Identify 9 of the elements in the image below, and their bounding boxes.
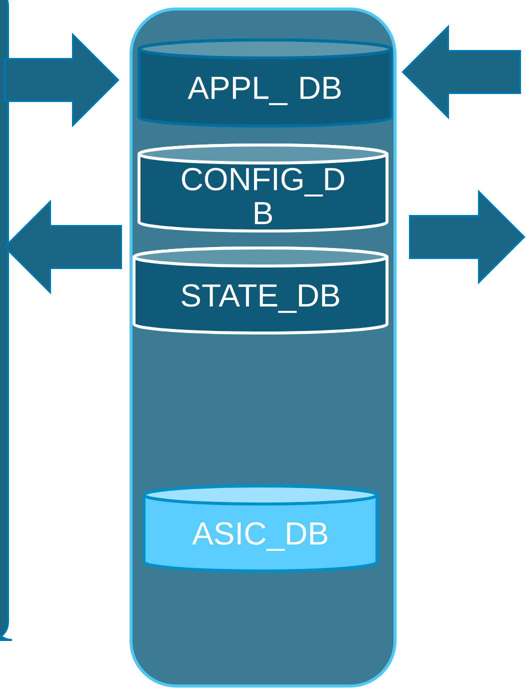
side-panel — [0, 0, 13, 641]
database-cylinder: STATE_DB — [132, 246, 388, 334]
block-arrow — [402, 24, 521, 120]
block-arrow — [4, 200, 122, 294]
block-arrow — [409, 190, 526, 284]
block-arrow — [4, 32, 120, 128]
database-cylinder: ASIC_DB — [142, 484, 378, 572]
database-cylinder: CONFIG_D B — [138, 144, 388, 232]
database-cylinder: APPL_ DB — [138, 38, 392, 128]
